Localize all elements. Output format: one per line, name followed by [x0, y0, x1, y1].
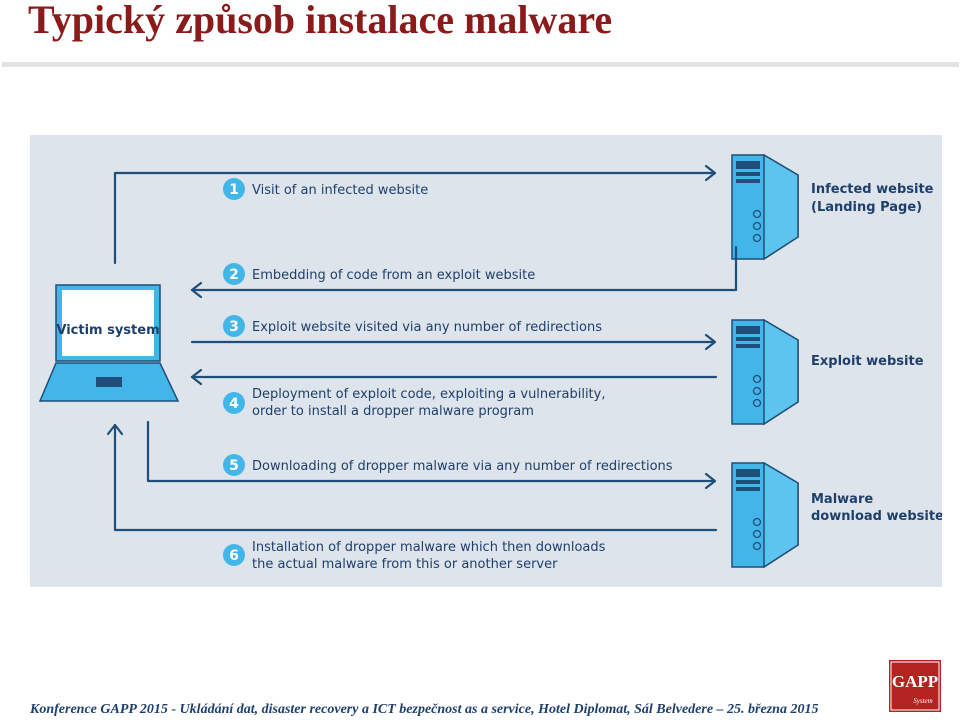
- server-label-line1: Malware: [811, 492, 873, 507]
- step-text-line2: order to install a dropper malware progr…: [252, 404, 534, 419]
- step-5: 5 Downloading of dropper malware via any…: [223, 454, 673, 476]
- victim-laptop: Victim system: [38, 284, 180, 402]
- server-label-line1: Infected website: [811, 182, 934, 197]
- step-text-line1: Visit of an infected website: [252, 183, 428, 198]
- server-label-line2: download website: [811, 509, 942, 524]
- step-number-badge: [223, 263, 245, 285]
- server-icon: [731, 319, 799, 425]
- logo-text: GAPP: [892, 672, 938, 691]
- server-icon: [731, 154, 799, 260]
- step-number-badge: [223, 454, 245, 476]
- step-number-badge: [223, 544, 245, 566]
- step-text-line1: Installation of dropper malware which th…: [252, 540, 606, 555]
- step-text-line1: Downloading of dropper malware via any n…: [252, 459, 673, 474]
- server-malware-download: Malware download website: [731, 462, 942, 568]
- step-number: 4: [229, 396, 239, 412]
- gapp-logo: GAPP System: [889, 660, 941, 712]
- step-number-badge: [223, 392, 245, 414]
- laptop-screen: [62, 290, 154, 356]
- step-text-line1: Deployment of exploit code, exploiting a…: [252, 387, 605, 402]
- step-number: 6: [229, 548, 239, 564]
- logo-background: [889, 660, 941, 712]
- step-number: 3: [229, 319, 239, 335]
- step-6: 6 Installation of dropper malware which …: [223, 540, 606, 572]
- logo-subtext: System: [913, 697, 932, 705]
- step-number: 2: [229, 267, 239, 283]
- step-number: 1: [229, 182, 239, 198]
- step-text-line1: Embedding of code from an exploit websit…: [252, 268, 535, 283]
- step-number-badge: [223, 178, 245, 200]
- server-icon: [731, 462, 799, 568]
- server-exploit: Exploit website: [731, 319, 924, 425]
- arrow-step-4: [190, 368, 718, 386]
- title-divider: [2, 62, 959, 67]
- step-text-line1: Exploit website visited via any number o…: [252, 320, 602, 335]
- arrow-step-1: [113, 164, 717, 265]
- malware-installation-diagram: Victim system Infected website (Landing …: [38, 154, 942, 572]
- slide-title: Typický způsob instalace malware: [28, 0, 613, 42]
- server-infected: Infected website (Landing Page): [731, 154, 934, 260]
- step-number-badge: [223, 315, 245, 337]
- laptop-touchpad: [96, 377, 122, 387]
- slide-footer: Konference GAPP 2015 - Ukládání dat, dis…: [30, 702, 819, 717]
- arrow-step-6: [106, 423, 718, 532]
- arrow-step-3: [190, 333, 717, 351]
- step-1: 1 Visit of an infected website: [223, 178, 428, 200]
- step-2: 2 Embedding of code from an exploit webs…: [223, 263, 535, 285]
- victim-label: Victim system: [56, 323, 159, 338]
- server-label-line2: (Landing Page): [811, 200, 922, 215]
- logo-border: [890, 661, 940, 711]
- arrow-step-2: [190, 245, 738, 299]
- step-4: 4 Deployment of exploit code, exploiting…: [223, 387, 605, 419]
- step-3: 3 Exploit website visited via any number…: [223, 315, 602, 337]
- step-number: 5: [229, 458, 239, 474]
- server-label-line1: Exploit website: [811, 354, 924, 369]
- arrow-step-5: [146, 420, 717, 490]
- step-text-line2: the actual malware from this or another …: [252, 557, 558, 572]
